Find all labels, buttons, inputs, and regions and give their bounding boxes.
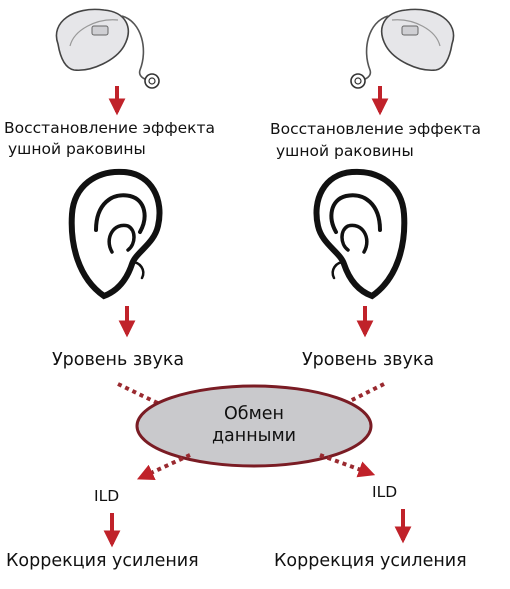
dotted-arrow-left-ild	[136, 453, 191, 481]
left-ild: ILD	[94, 487, 120, 505]
right-gain-correction: Коррекция усиления	[274, 551, 467, 571]
dotted-arrow-right-ild	[319, 453, 376, 478]
left-restore-line2: ушной раковины	[8, 140, 146, 158]
exchange-line1: Обмен	[224, 404, 284, 424]
right-ild: ILD	[372, 483, 398, 501]
exchange-line2: данными	[211, 426, 297, 446]
right-sound-level: Уровень звука	[302, 350, 435, 370]
ear-left-icon	[68, 168, 163, 300]
right-restore-line2: ушной раковины	[276, 142, 414, 160]
left-restore-line1: Восстановление эффекта	[4, 119, 215, 137]
data-exchange-ellipse	[135, 384, 373, 468]
right-restore-line1: Восстановление эффекта	[270, 120, 481, 138]
left-gain-correction: Коррекция усиления	[6, 551, 199, 571]
ear-right-icon	[313, 168, 408, 300]
hearing-aid-left-icon	[55, 8, 160, 89]
hearing-aid-right-icon	[350, 8, 455, 89]
left-sound-level: Уровень звука	[52, 350, 185, 370]
dotted-link-right	[335, 382, 385, 410]
